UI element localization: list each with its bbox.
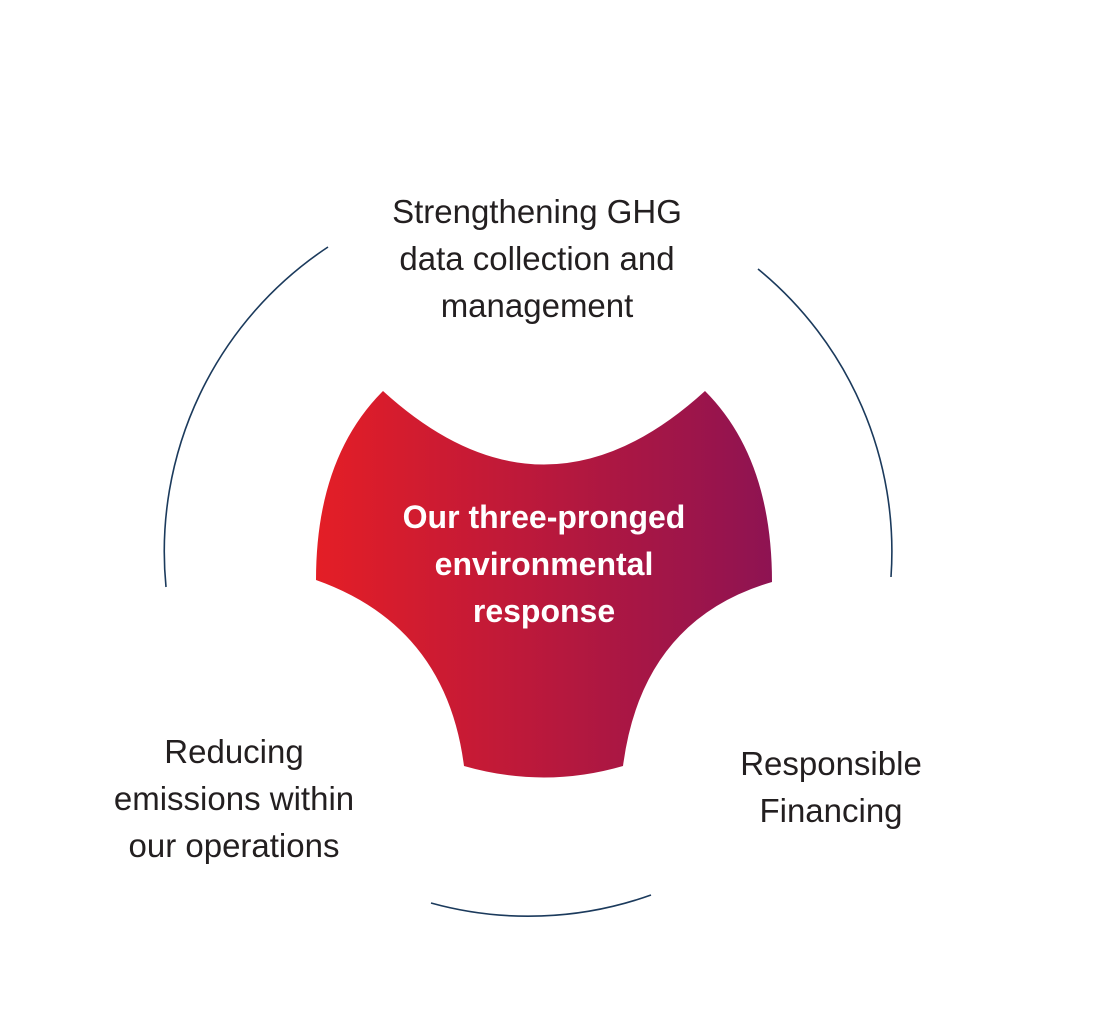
prong-label-top: Strengthening GHG data collection and ma…: [392, 193, 682, 324]
prong-label-bottom-right: Responsible Financing: [740, 745, 922, 829]
center-title: Our three-pronged environmental response: [402, 499, 686, 629]
ring-arc-right: [757, 268, 893, 578]
ring-arc-left: [163, 246, 329, 588]
prong-label-bottom-left: Reducing emissions within our operations: [113, 733, 355, 864]
center-trefoil-shape: [316, 391, 772, 778]
ring-arc-bottom: [430, 894, 652, 917]
